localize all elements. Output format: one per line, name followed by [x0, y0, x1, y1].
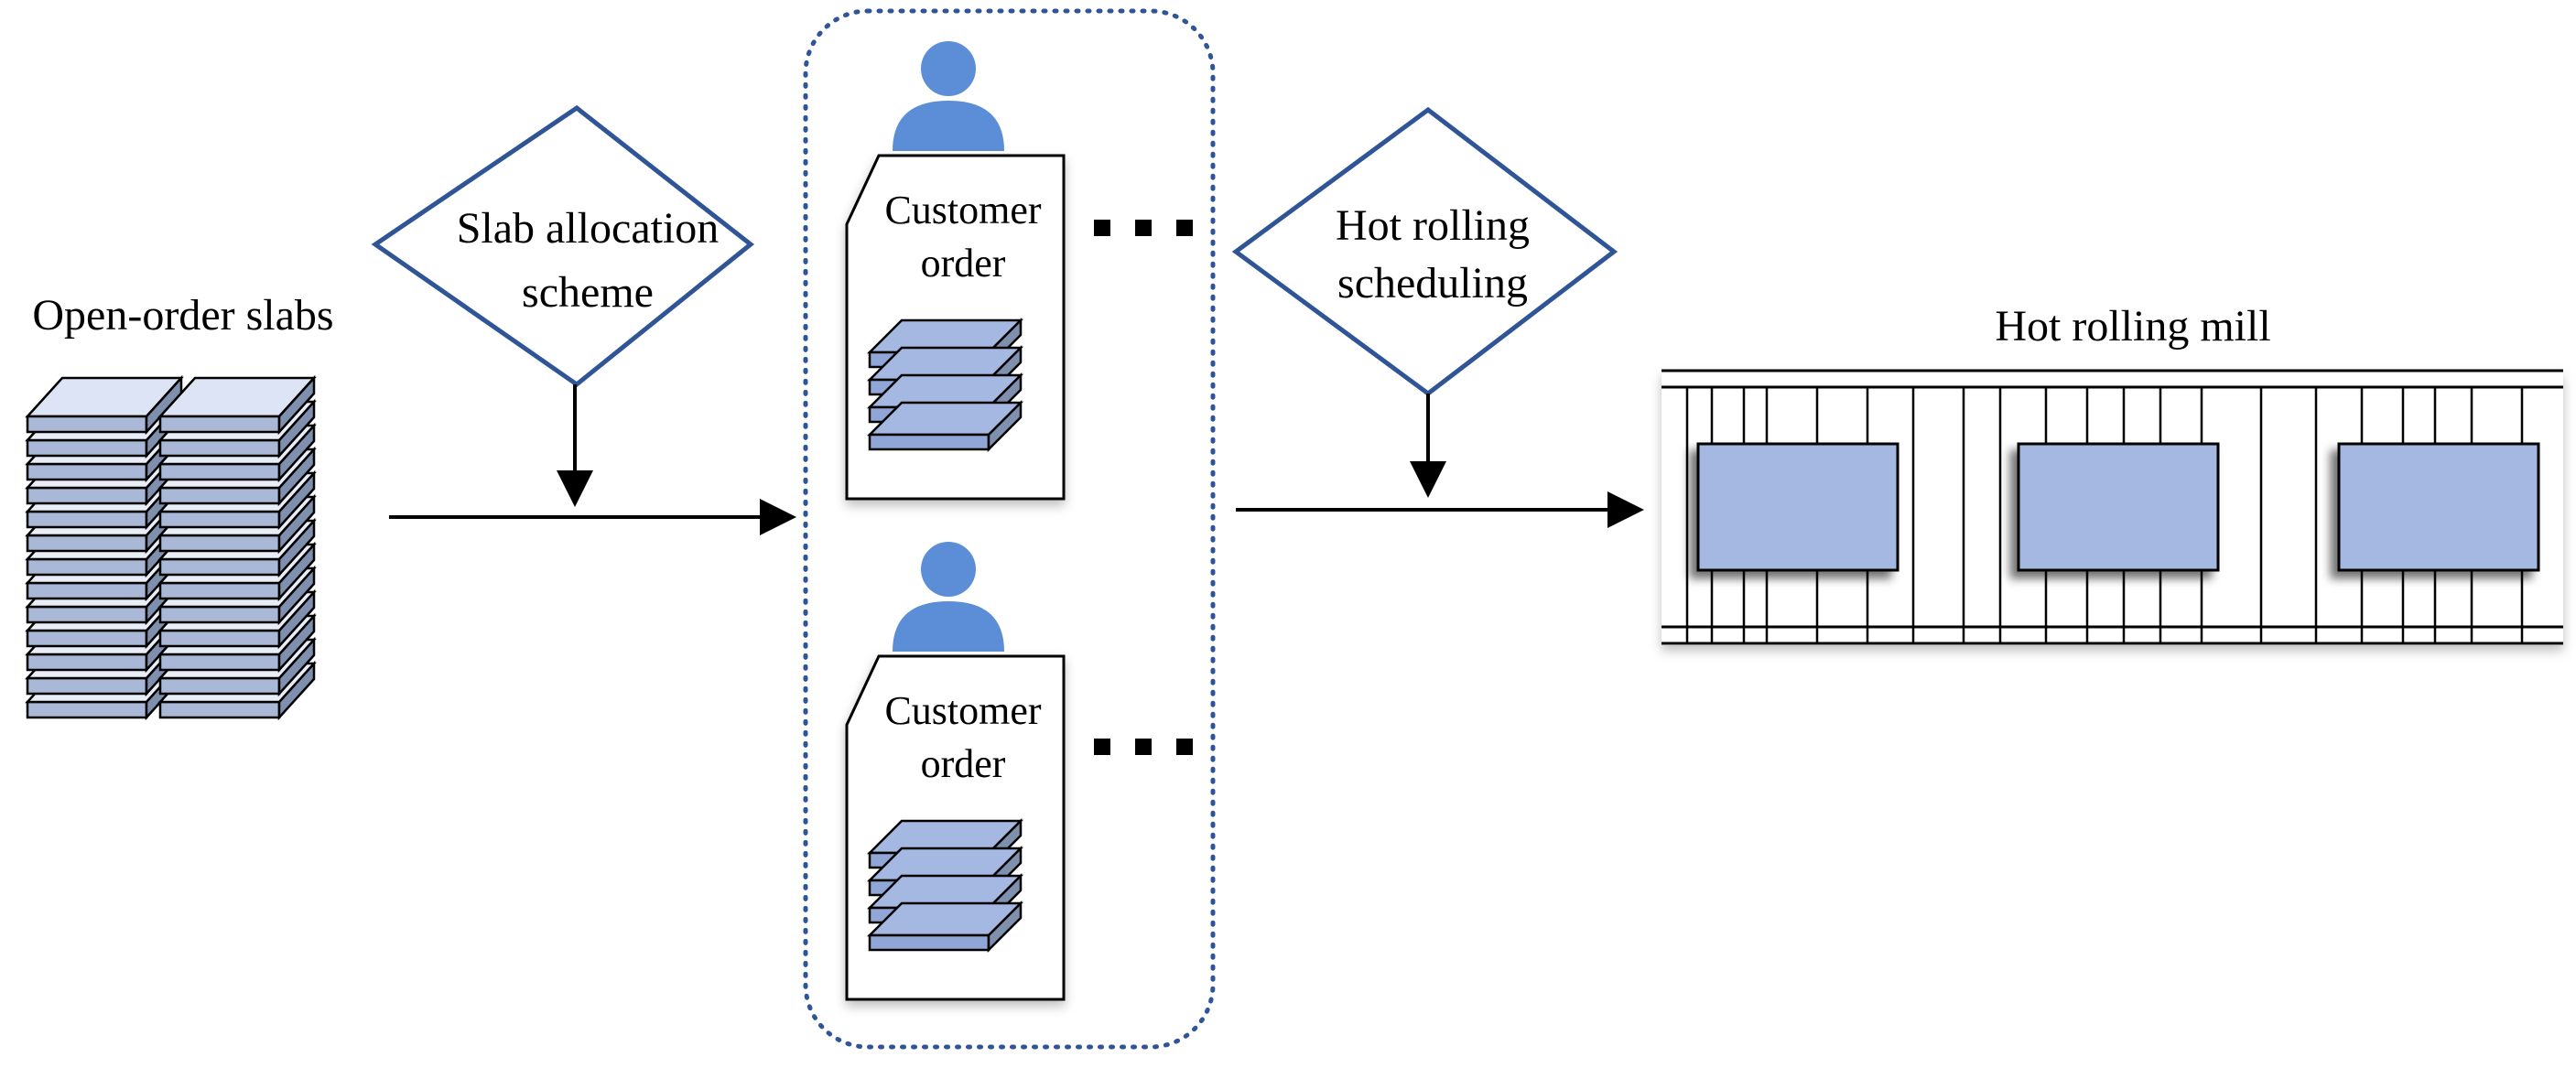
order-label-line1: Customer — [884, 688, 1041, 733]
stack-slab-front — [26, 415, 148, 434]
slab-stack-right — [157, 374, 317, 721]
order-slab-stack — [866, 317, 1024, 453]
stack-slab-front — [26, 557, 148, 577]
stack-slab-front — [158, 438, 281, 458]
order-label-line2: order — [921, 741, 1006, 786]
stack-slab-front — [158, 581, 281, 600]
mill-slab-2 — [2017, 442, 2220, 572]
customer-order-2: Customer order — [845, 542, 1193, 1001]
mill-slab-1 — [1696, 442, 1900, 572]
scheduling-diamond — [1231, 106, 1618, 397]
stack-slab-front — [26, 653, 148, 672]
mill-slab-3 — [2337, 442, 2540, 572]
stack-slab-front — [158, 557, 281, 577]
stack-slab-front — [26, 462, 148, 481]
order-label-line2: order — [921, 241, 1006, 286]
orders-container — [803, 8, 1216, 1050]
stack-slab-front — [26, 605, 148, 624]
ellipsis-dot — [1176, 220, 1193, 236]
stack-slab-front — [26, 581, 148, 600]
stack-slab-front — [26, 534, 148, 553]
ellipsis-dot — [1094, 220, 1110, 236]
stack-slab-front — [158, 486, 281, 505]
scheduling-label-line2: scheduling — [1337, 259, 1528, 307]
scheduling-label-line1: Hot rolling — [1336, 201, 1530, 250]
slab-stack-left — [25, 374, 184, 721]
stack-slab-front — [158, 415, 281, 434]
customer-icon-body — [893, 101, 1004, 151]
order-slab — [866, 900, 1024, 954]
customer-icon — [921, 41, 976, 96]
stack-slab-side — [277, 374, 316, 436]
stack-slab-front — [26, 700, 148, 719]
allocation-label-line2: scheme — [522, 268, 654, 317]
stack-slab-front — [26, 629, 148, 648]
ellipsis-dot — [1135, 739, 1152, 755]
stack-slab-front — [158, 629, 281, 648]
stack-slab-front — [26, 486, 148, 505]
stack-slab-front — [158, 510, 281, 529]
customer-icon-body — [893, 601, 1004, 652]
stack-slab-front — [158, 676, 281, 696]
customer-order-1: Customer order — [845, 41, 1193, 501]
stack-slab-front — [158, 462, 281, 481]
mill-title: Hot rolling mill — [1995, 302, 2270, 351]
stack-slab-front — [158, 700, 281, 719]
slabs-title: Open-order slabs — [32, 291, 333, 340]
slab-side — [987, 399, 1023, 453]
stack-slab-front — [158, 534, 281, 553]
slab-front — [868, 933, 990, 952]
order-slab-stack — [866, 817, 1024, 954]
slab-side — [987, 900, 1023, 954]
ellipsis-dot — [1176, 739, 1193, 755]
stack-slab-front — [26, 676, 148, 696]
slab-front — [868, 433, 990, 451]
ellipsis-dot — [1135, 220, 1152, 236]
ellipsis-dot — [1094, 739, 1110, 755]
stack-slab-front — [158, 605, 281, 624]
order-slab — [866, 399, 1024, 453]
allocation-label-line1: Slab allocation — [457, 204, 720, 253]
customer-icon — [921, 542, 976, 597]
order-label-line1: Customer — [884, 188, 1041, 232]
stack-slab-front — [26, 510, 148, 529]
stack-slab-front — [158, 653, 281, 672]
hot-rolling-mill — [1661, 369, 2563, 645]
stack-slab-front — [26, 438, 148, 458]
